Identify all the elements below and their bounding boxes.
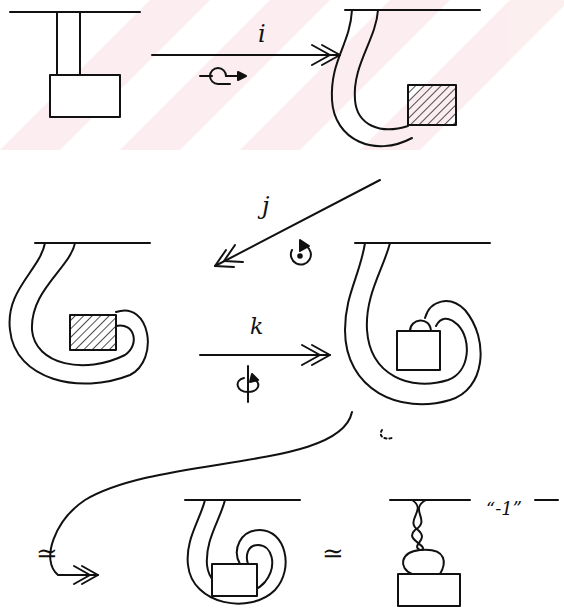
label-slot: “-1” bbox=[486, 500, 522, 519]
transform-label: j bbox=[262, 194, 269, 218]
label-slot: ≃ bbox=[322, 540, 344, 566]
spiral-ribbon bbox=[185, 500, 300, 604]
move-arrow bbox=[152, 45, 340, 65]
rotation-symbol bbox=[200, 68, 246, 84]
label-slot: j bbox=[262, 194, 269, 218]
transform-label: i bbox=[258, 22, 266, 46]
transform-label: k bbox=[250, 316, 263, 338]
twisted-ribbon bbox=[390, 500, 558, 606]
transform-label: ≃ bbox=[36, 540, 58, 566]
spiral-ribbon bbox=[345, 243, 490, 439]
label-slot: i bbox=[258, 22, 266, 46]
rotation-symbol bbox=[291, 240, 311, 265]
move-arrow bbox=[215, 180, 380, 267]
move-arrow bbox=[200, 345, 330, 365]
label-slot: ≃ bbox=[36, 540, 58, 566]
hooked-ribbon bbox=[332, 10, 480, 146]
straight-ribbon bbox=[10, 12, 140, 117]
rotation-symbol bbox=[238, 366, 259, 402]
transform-label: ≃ bbox=[322, 540, 344, 566]
spiral-ribbon bbox=[10, 243, 150, 384]
label-slot: k bbox=[250, 316, 263, 338]
transform-label: “-1” bbox=[486, 500, 522, 518]
move-arrow bbox=[50, 412, 352, 584]
watermark-stripes bbox=[0, 0, 564, 150]
